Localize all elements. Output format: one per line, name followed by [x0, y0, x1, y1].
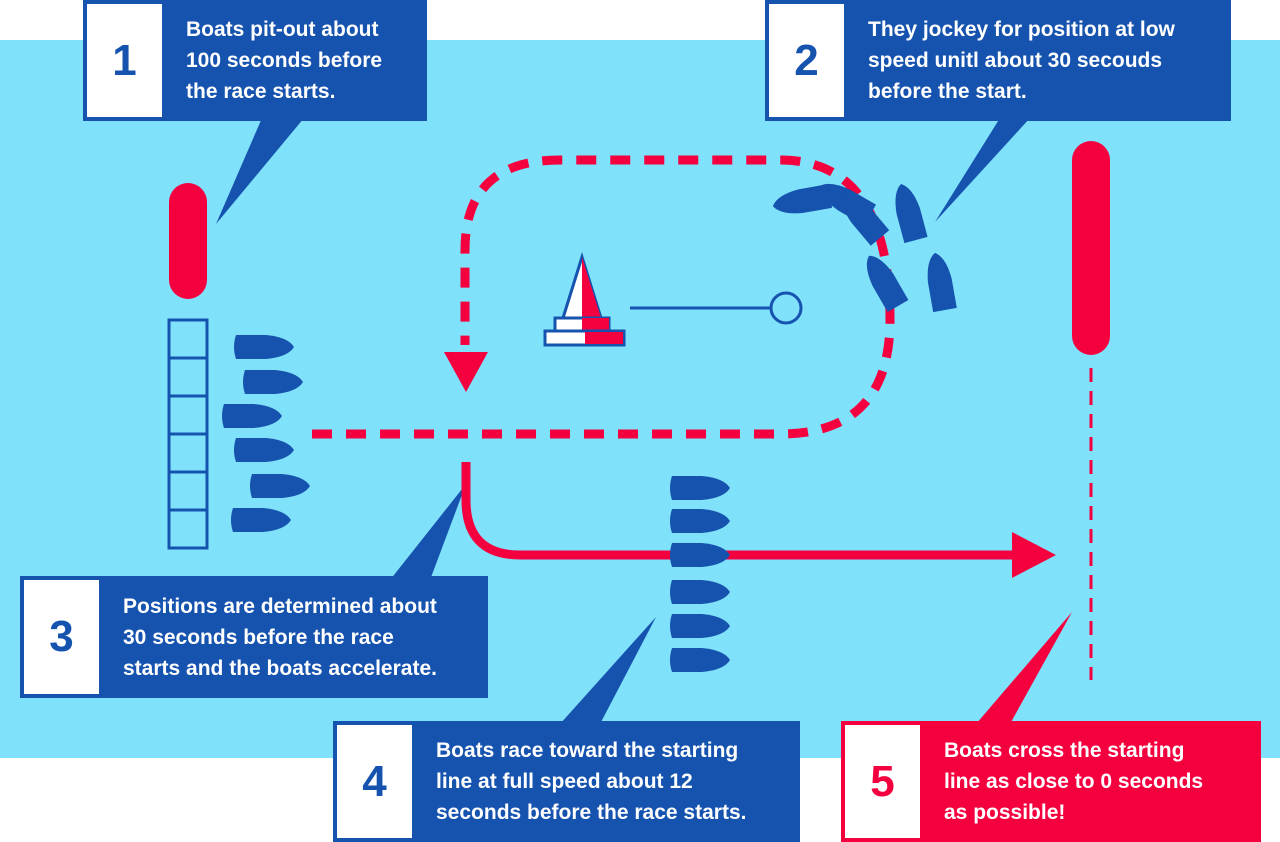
callout-3-pointer: [390, 484, 466, 580]
boat-icon: [670, 543, 730, 567]
step-5-callout: 5 Boats cross the starting line as close…: [841, 721, 1261, 842]
boat-icon: [231, 508, 291, 532]
start-line-marker-icon: [1072, 141, 1110, 355]
boat-icon: [222, 404, 282, 428]
step-5-number: 5: [845, 725, 920, 838]
boat-icon: [670, 614, 730, 638]
pit-marker-red: [169, 183, 207, 299]
boat-icon: [889, 180, 928, 244]
jockey-path: [312, 155, 895, 439]
accelerate-arrowhead: [1012, 532, 1056, 578]
pit-dock-icon: [167, 318, 209, 550]
boat-icon: [670, 648, 730, 672]
start-boat-icon: [543, 251, 626, 347]
step-4-callout: 4 Boats race toward the starting line at…: [333, 721, 800, 842]
boat-icon: [670, 476, 730, 500]
step-3-text: Positions are determined about 30 second…: [123, 594, 437, 680]
boat-icon: [670, 509, 730, 533]
step-1-number: 1: [87, 4, 162, 117]
boat-icon: [243, 370, 303, 394]
step-2-text: They jockey for position at low speed un…: [868, 18, 1175, 103]
boat-icon: [770, 184, 833, 218]
callout-5-pointer: [976, 612, 1072, 724]
path-arrowhead-down: [444, 352, 488, 392]
boat-icon: [234, 438, 294, 462]
callout-2-pointer: [935, 118, 1030, 222]
boat-icon: [234, 335, 294, 359]
step-4-number: 4: [337, 725, 412, 838]
accelerate-path: [461, 462, 1020, 560]
boat-icon: [250, 474, 310, 498]
buoy-icon: [769, 291, 803, 325]
step-1-callout: 1 Boats pit-out about 100 seconds before…: [83, 0, 427, 121]
boat-icon: [670, 580, 730, 604]
step-2-number: 2: [769, 4, 844, 117]
step-5-text: Boats cross the starting line as close t…: [944, 739, 1204, 824]
step-4-text: Boats race toward the starting line at f…: [436, 739, 747, 824]
callout-4-pointer: [560, 617, 656, 724]
callout-1-pointer: [216, 118, 304, 224]
step-1-text: Boats pit-out about 100 seconds before t…: [186, 18, 383, 103]
boat-icon: [858, 249, 909, 312]
step-3-number: 3: [24, 580, 99, 694]
boat-icon: [923, 250, 957, 313]
step-2-callout: 2 They jockey for position at low speed …: [765, 0, 1231, 121]
step-3-callout: 3 Positions are determined about 30 seco…: [20, 576, 488, 698]
